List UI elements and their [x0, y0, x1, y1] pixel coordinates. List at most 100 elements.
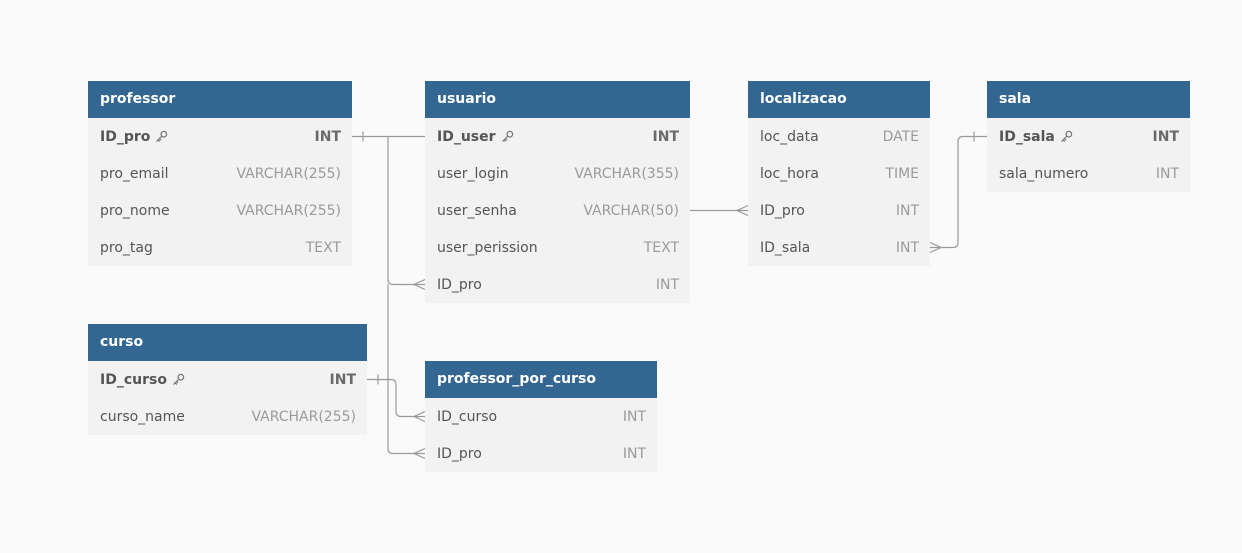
field-name-text: ID_curso — [100, 371, 167, 388]
field-name: ID_sala — [999, 129, 1073, 145]
field-name: ID_curso — [437, 409, 497, 425]
key-icon — [172, 373, 185, 386]
many-marker — [929, 241, 943, 254]
field-row[interactable]: user_login VARCHAR(355) — [425, 155, 690, 192]
table-header[interactable]: usuario — [425, 81, 690, 118]
field-name: pro_tag — [100, 240, 153, 256]
field-type: INT — [622, 445, 646, 462]
field-type: VARCHAR(255) — [251, 408, 356, 425]
field-name-text: ID_pro — [437, 276, 482, 293]
field-row[interactable]: pro_nome VARCHAR(255) — [88, 192, 352, 229]
many-marker — [735, 204, 749, 217]
field-name: pro_email — [100, 166, 169, 182]
field-name: curso_name — [100, 409, 185, 425]
field-row[interactable]: ID_sala INT — [748, 229, 930, 266]
field-type: INT — [655, 276, 679, 293]
field-name: ID_sala — [760, 240, 810, 256]
many-marker — [412, 410, 426, 423]
field-name: loc_data — [760, 129, 819, 145]
field-name: user_perission — [437, 240, 538, 256]
field-type: INT — [1152, 128, 1179, 145]
many-marker — [412, 278, 426, 291]
field-type: TEXT — [305, 239, 341, 256]
primary-key-row[interactable]: ID_pro INT — [88, 118, 352, 155]
field-row[interactable]: user_senha VARCHAR(50) — [425, 192, 690, 229]
field-type: INT — [895, 202, 919, 219]
key-icon — [1060, 130, 1073, 143]
field-row[interactable]: curso_name VARCHAR(255) — [88, 398, 367, 435]
field-row[interactable]: pro_tag TEXT — [88, 229, 352, 266]
field-name-text: ID_pro — [100, 128, 151, 145]
field-name-text: user_senha — [437, 202, 517, 219]
field-type: TEXT — [643, 239, 679, 256]
field-row[interactable]: pro_email VARCHAR(255) — [88, 155, 352, 192]
field-row[interactable]: ID_pro INT — [748, 192, 930, 229]
table-localizacao[interactable]: localizacao loc_data DATE loc_hora TIME ID_pr… — [748, 81, 930, 266]
field-row[interactable]: ID_pro INT — [425, 435, 657, 472]
field-type: INT — [652, 128, 679, 145]
field-type: DATE — [882, 128, 919, 145]
many-marker — [412, 447, 426, 460]
primary-key-row[interactable]: ID_sala INT — [987, 118, 1190, 155]
field-name-text: pro_nome — [100, 202, 170, 219]
relationship-line — [387, 284, 425, 455]
field-type: VARCHAR(255) — [236, 165, 341, 182]
field-name-text: loc_data — [760, 128, 819, 145]
table-header[interactable]: sala — [987, 81, 1190, 118]
field-name: ID_user — [437, 129, 514, 145]
table-header[interactable]: localizacao — [748, 81, 930, 118]
field-name: loc_hora — [760, 166, 819, 182]
field-name-text: ID_sala — [999, 128, 1055, 145]
field-name-text: curso_name — [100, 408, 185, 425]
field-type: INT — [314, 128, 341, 145]
field-name-text: user_login — [437, 165, 509, 182]
field-name: ID_pro — [100, 129, 168, 145]
field-name: user_senha — [437, 203, 517, 219]
key-icon — [155, 130, 168, 143]
field-row[interactable]: loc_data DATE — [748, 118, 930, 155]
field-name-text: ID_pro — [760, 202, 805, 219]
field-name: ID_pro — [437, 446, 482, 462]
field-name-text: ID_user — [437, 128, 496, 145]
field-type: INT — [622, 408, 646, 425]
table-header[interactable]: professor_por_curso — [425, 361, 657, 398]
primary-key-row[interactable]: ID_curso INT — [88, 361, 367, 398]
table-header[interactable]: professor — [88, 81, 352, 118]
field-row[interactable]: ID_pro INT — [425, 266, 690, 303]
field-type: VARCHAR(255) — [236, 202, 341, 219]
relationship-line — [367, 378, 425, 418]
field-name-text: loc_hora — [760, 165, 819, 182]
field-type: TIME — [885, 165, 919, 182]
field-row[interactable]: ID_curso INT — [425, 398, 657, 435]
field-name-text: ID_curso — [437, 408, 498, 425]
field-type: INT — [1155, 165, 1179, 182]
primary-key-row[interactable]: ID_user INT — [425, 118, 690, 155]
field-name: ID_pro — [437, 277, 482, 293]
field-name: ID_pro — [760, 203, 805, 219]
field-name-text: ID_pro — [437, 445, 482, 462]
field-type: VARCHAR(50) — [583, 202, 679, 219]
field-name-text: pro_tag — [100, 239, 153, 256]
field-name: sala_numero — [999, 166, 1088, 182]
field-name-text: ID_sala — [760, 239, 811, 256]
field-type: INT — [895, 239, 919, 256]
field-name-text: user_perission — [437, 239, 538, 256]
field-name: user_login — [437, 166, 509, 182]
field-name-text: pro_email — [100, 165, 169, 182]
field-row[interactable]: loc_hora TIME — [748, 155, 930, 192]
field-row[interactable]: user_perission TEXT — [425, 229, 690, 266]
table-header[interactable]: curso — [88, 324, 367, 361]
field-name: ID_curso — [100, 372, 185, 388]
field-type: VARCHAR(355) — [574, 165, 679, 182]
field-row[interactable]: sala_numero INT — [987, 155, 1190, 192]
relationship-line — [387, 136, 425, 286]
relationship-line — [930, 135, 987, 249]
field-type: INT — [329, 371, 356, 388]
field-name-text: sala_numero — [999, 165, 1089, 182]
